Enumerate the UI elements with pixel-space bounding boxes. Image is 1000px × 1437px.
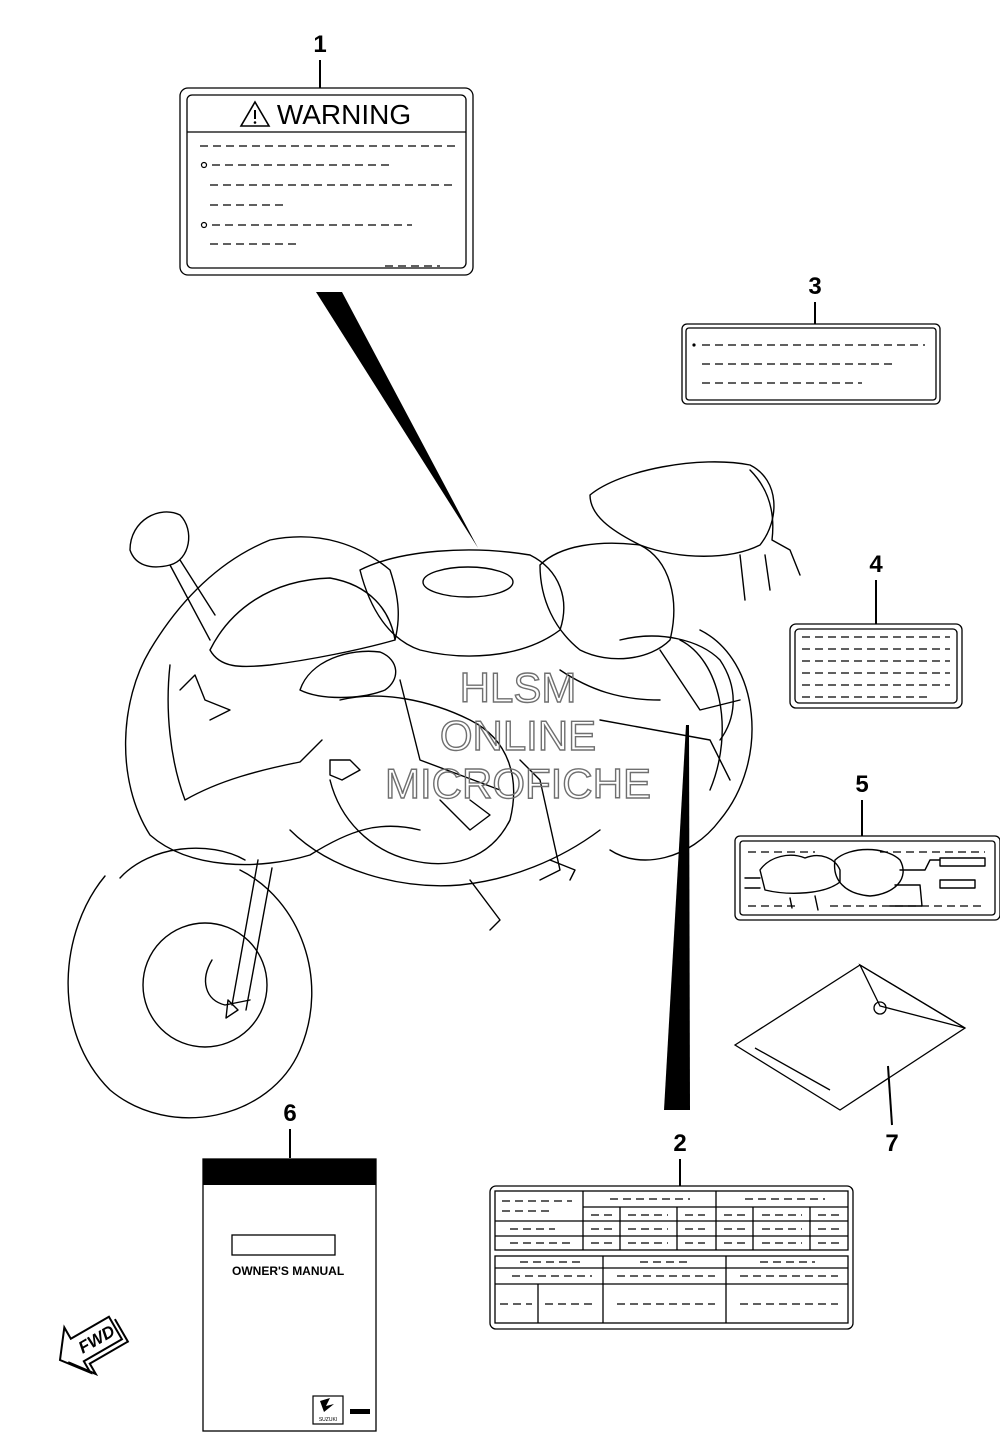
label-2-table[interactable] <box>489 1185 854 1330</box>
pointer-1 <box>316 292 478 548</box>
callout-1[interactable]: 1 <box>313 31 326 58</box>
label-5-hose-routing[interactable] <box>734 835 1000 921</box>
watermark-line-2: ONLINE <box>440 712 596 759</box>
manual-brand: SUZUKI <box>319 1417 337 1423</box>
label-3[interactable] <box>681 323 941 405</box>
callout-2[interactable]: 2 <box>673 1130 686 1157</box>
fwd-direction-arrow: FWD <box>58 1315 130 1377</box>
watermark: HLSM ONLINE MICROFICHE <box>384 663 651 807</box>
watermark-line-3: MICROFICHE <box>385 760 651 807</box>
callout-6[interactable]: 6 <box>283 1100 296 1127</box>
watermark-line-1: HLSM <box>460 664 577 711</box>
callout-3[interactable]: 3 <box>808 273 821 300</box>
pointer-2 <box>664 725 690 1110</box>
callout-7[interactable]: 7 <box>885 1130 898 1157</box>
warning-icon <box>239 100 271 127</box>
suzuki-logo-icon: SUZUKI <box>319 1398 337 1423</box>
manual-title: OWNER'S MANUAL <box>232 1264 344 1278</box>
callout-5[interactable]: 5 <box>855 771 868 798</box>
motorcycle-outline <box>67 461 801 1119</box>
item-6-owners-manual[interactable]: OWNER'S MANUAL SUZUKI <box>202 1158 377 1432</box>
callout-4[interactable]: 4 <box>869 551 883 578</box>
item-7-sheet[interactable] <box>733 963 967 1111</box>
label-1-warning[interactable]: WARNING <box>179 87 474 276</box>
label-4[interactable] <box>789 623 963 709</box>
warning-title: WARNING <box>277 99 411 130</box>
